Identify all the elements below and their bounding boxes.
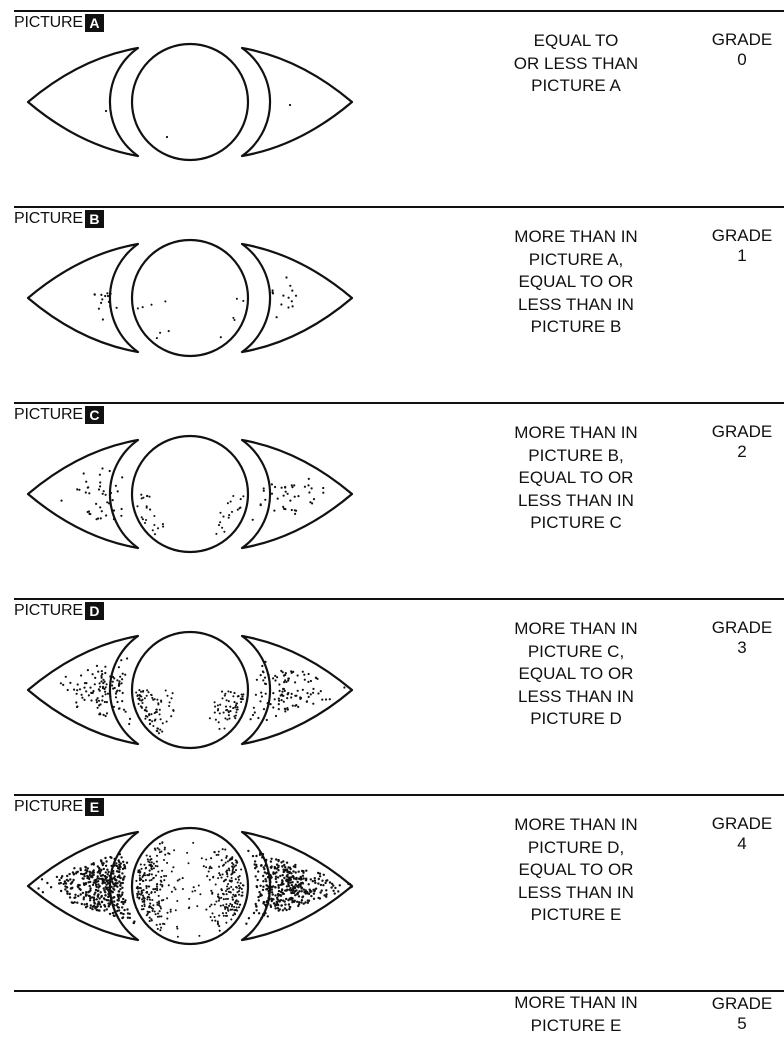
grade-label: GRADE [700, 994, 784, 1014]
description-line: EQUAL TO OR [494, 271, 658, 294]
grade-value: GRADE 4 [700, 814, 784, 854]
description-line: EQUAL TO [494, 30, 658, 53]
divider [14, 990, 784, 992]
grade-value: GRADE 3 [700, 618, 784, 658]
grade-number: 5 [700, 1014, 784, 1034]
description-line: MORE THAN IN [494, 618, 658, 641]
description-line: PICTURE D, [494, 837, 658, 860]
grade-number: 3 [700, 638, 784, 658]
description-line: EQUAL TO OR [494, 467, 658, 490]
description-line: PICTURE B, [494, 445, 658, 468]
grade-number: 1 [700, 246, 784, 266]
grade-description: MORE THAN IN PICTURE E [494, 992, 658, 1037]
stipple-dots [60, 467, 324, 535]
description-line: PICTURE E [494, 904, 658, 927]
description-line: EQUAL TO OR [494, 859, 658, 882]
grade-panel-b: PICTUREB MORE THAN IN PICTURE A, EQUAL T… [0, 206, 784, 402]
grade-panel-5: MORE THAN IN PICTURE E GRADE 5 [0, 990, 784, 1027]
grade-label: GRADE [700, 618, 784, 638]
description-line: LESS THAN IN [494, 882, 658, 905]
description-line: PICTURE A [494, 75, 658, 98]
description-line: MORE THAN IN [494, 226, 658, 249]
description-line: PICTURE D [494, 708, 658, 731]
description-line: PICTURE A, [494, 249, 658, 272]
grade-label: GRADE [700, 422, 784, 442]
description-line: PICTURE B [494, 316, 658, 339]
grade-number: 2 [700, 442, 784, 462]
grade-description: MORE THAN IN PICTURE D, EQUAL TO OR LESS… [494, 814, 658, 927]
eye-illustration [0, 598, 480, 794]
eye-illustration [0, 402, 480, 598]
grade-label: GRADE [700, 30, 784, 50]
grade-value: GRADE 1 [700, 226, 784, 266]
grade-description: EQUAL TO OR LESS THAN PICTURE A [494, 30, 658, 98]
description-line: PICTURE C, [494, 641, 658, 664]
description-line: PICTURE C [494, 512, 658, 535]
grade-value: GRADE 5 [700, 994, 784, 1034]
grade-value: GRADE 2 [700, 422, 784, 462]
description-line: MORE THAN IN [494, 422, 658, 445]
description-line: PICTURE E [494, 1015, 658, 1037]
eye-illustration [0, 10, 480, 206]
eye-outline [28, 828, 352, 944]
grade-number: 4 [700, 834, 784, 854]
description-line: MORE THAN IN [494, 992, 658, 1015]
grade-description: MORE THAN IN PICTURE A, EQUAL TO OR LESS… [494, 226, 658, 339]
grade-panel-e: PICTUREE MORE THAN IN PICTURE D, EQUAL T… [0, 794, 784, 990]
grade-number: 0 [700, 50, 784, 70]
description-line: MORE THAN IN [494, 814, 658, 837]
description-line: LESS THAN IN [494, 294, 658, 317]
eye-illustration [0, 794, 480, 990]
grade-panel-a: PICTUREA EQUAL TO OR LESS THAN PICTURE A… [0, 10, 784, 206]
description-line: LESS THAN IN [494, 686, 658, 709]
grade-label: GRADE [700, 814, 784, 834]
grade-value: GRADE 0 [700, 30, 784, 70]
grade-description: MORE THAN IN PICTURE C, EQUAL TO OR LESS… [494, 618, 658, 731]
grade-panel-c: PICTUREC MORE THAN IN PICTURE B, EQUAL T… [0, 402, 784, 598]
eye-outline [28, 44, 352, 160]
eye-outline [28, 436, 352, 552]
grade-panel-d: PICTURED MORE THAN IN PICTURE C, EQUAL T… [0, 598, 784, 794]
description-line: EQUAL TO OR [494, 663, 658, 686]
stipple-dots [94, 276, 298, 339]
grade-label: GRADE [700, 226, 784, 246]
eye-illustration [0, 206, 480, 402]
eye-outline [28, 240, 352, 356]
grade-description: MORE THAN IN PICTURE B, EQUAL TO OR LESS… [494, 422, 658, 535]
description-line: OR LESS THAN [494, 53, 658, 76]
description-line: LESS THAN IN [494, 490, 658, 513]
